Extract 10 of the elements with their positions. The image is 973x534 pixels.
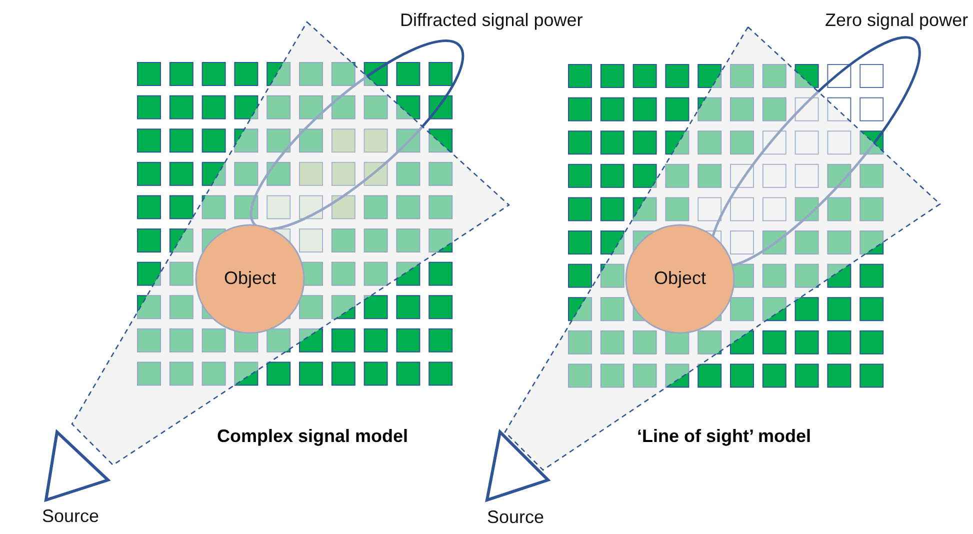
region-label: Diffracted signal power — [400, 10, 583, 31]
panel-caption: ‘Line of sight’ model — [637, 426, 812, 447]
panel-caption: Complex signal model — [217, 426, 408, 447]
object-label: Object — [222, 268, 278, 289]
source-label: Source — [42, 506, 100, 527]
source-label: Source — [487, 507, 544, 528]
object-label: Object — [652, 268, 708, 289]
region-label: Zero signal power — [825, 10, 968, 31]
signal-region-ellipse — [709, 36, 921, 268]
signal-region-ellipse — [250, 40, 464, 230]
